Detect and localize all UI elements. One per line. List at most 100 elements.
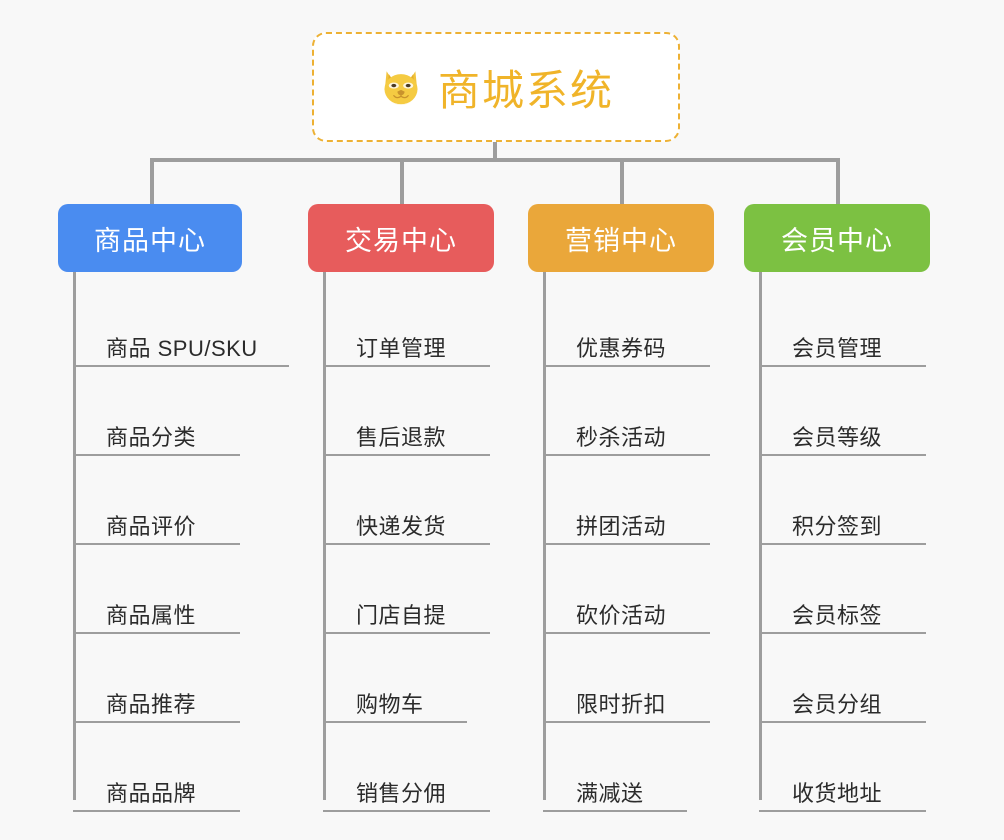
- leaf-label: 满减送: [576, 780, 644, 806]
- leaf-label: 门店自提: [356, 602, 447, 628]
- leaf-underline: [759, 543, 926, 545]
- leaf-label: 商品推荐: [106, 691, 197, 717]
- trunk-connector-4: [759, 272, 762, 800]
- leaf-underline: [759, 632, 926, 634]
- branch-header-label-4: 会员中心: [781, 225, 893, 256]
- leaf-label: 收货地址: [792, 780, 883, 806]
- leaf-label: 积分签到: [792, 513, 883, 539]
- branch-header-label-1: 商品中心: [94, 225, 206, 256]
- root-node[interactable]: 商城系统: [312, 32, 680, 142]
- leaf-item[interactable]: 商品属性: [73, 545, 248, 634]
- branch-drop-connector-2: [400, 158, 404, 206]
- leaf-item[interactable]: 门店自提: [323, 545, 498, 634]
- leaf-underline: [323, 721, 467, 723]
- leaf-label: 商品评价: [106, 513, 197, 539]
- leaf-item[interactable]: 订单管理: [323, 278, 498, 367]
- branch-column-商品中心: 商品中心 商品 SPU/SKU 商品分类 商品评价 商品属性 商品推荐: [58, 204, 289, 812]
- leaf-item[interactable]: 商品品牌: [73, 723, 248, 812]
- leaf-item[interactable]: 商品评价: [73, 456, 248, 545]
- branch-drop-connector-4: [836, 158, 840, 206]
- branch-header-label-3: 营销中心: [565, 225, 677, 256]
- branch-column-交易中心: 交易中心 订单管理 售后退款 快递发货 门店自提 购物车: [308, 204, 498, 812]
- leaf-underline: [759, 810, 926, 812]
- leaf-item[interactable]: 售后退款: [323, 367, 498, 456]
- dog-face-icon: [378, 64, 424, 110]
- branch-column-会员中心: 会员中心 会员管理 会员等级 积分签到 会员标签 会员分组: [744, 204, 934, 812]
- branch-bus-connector: [150, 158, 840, 162]
- leaf-underline: [323, 632, 490, 634]
- leaf-label: 售后退款: [356, 424, 447, 450]
- leaf-label: 订单管理: [356, 335, 447, 361]
- trunk-connector-3: [543, 272, 546, 800]
- leaf-label: 砍价活动: [576, 602, 667, 628]
- leaf-item[interactable]: 会员管理: [759, 278, 934, 367]
- leaf-underline: [759, 454, 926, 456]
- branch-drop-connector-3: [620, 158, 624, 206]
- leaf-list-2: 订单管理 售后退款 快递发货 门店自提 购物车 销售分佣: [323, 272, 498, 812]
- leaf-label: 会员分组: [792, 691, 883, 717]
- leaf-item[interactable]: 会员标签: [759, 545, 934, 634]
- leaf-underline: [73, 632, 240, 634]
- leaf-label: 拼团活动: [576, 513, 667, 539]
- root-stem-connector: [493, 142, 497, 160]
- leaf-label: 会员管理: [792, 335, 883, 361]
- leaf-underline: [543, 810, 687, 812]
- branch-header-1[interactable]: 商品中心: [58, 204, 242, 272]
- leaf-underline: [73, 543, 240, 545]
- leaf-underline: [543, 365, 710, 367]
- leaf-underline: [543, 454, 710, 456]
- leaf-label: 购物车: [356, 691, 424, 717]
- leaf-item[interactable]: 商品推荐: [73, 634, 248, 723]
- leaf-item[interactable]: 会员分组: [759, 634, 934, 723]
- leaf-underline: [73, 454, 240, 456]
- leaf-item[interactable]: 购物车: [323, 634, 498, 723]
- leaf-underline: [323, 810, 490, 812]
- leaf-item[interactable]: 优惠券码: [543, 278, 718, 367]
- leaf-list-4: 会员管理 会员等级 积分签到 会员标签 会员分组 收货地址: [759, 272, 934, 812]
- branch-drop-connector-1: [150, 158, 154, 206]
- branch-header-2[interactable]: 交易中心: [308, 204, 494, 272]
- leaf-label: 优惠券码: [576, 335, 667, 361]
- leaf-list-1: 商品 SPU/SKU 商品分类 商品评价 商品属性 商品推荐 商品品牌: [73, 272, 289, 812]
- leaf-item[interactable]: 会员等级: [759, 367, 934, 456]
- leaf-label: 销售分佣: [356, 780, 447, 806]
- leaf-underline: [73, 721, 240, 723]
- leaf-underline: [543, 632, 710, 634]
- leaf-underline: [543, 543, 710, 545]
- leaf-item[interactable]: 限时折扣: [543, 634, 718, 723]
- leaf-underline: [323, 365, 490, 367]
- branch-header-4[interactable]: 会员中心: [744, 204, 930, 272]
- branch-header-3[interactable]: 营销中心: [528, 204, 714, 272]
- leaf-label: 商品属性: [106, 602, 197, 628]
- root-title: 商城系统: [437, 66, 614, 114]
- leaf-label: 快递发货: [356, 513, 447, 539]
- leaf-label: 限时折扣: [576, 691, 667, 717]
- leaf-item[interactable]: 销售分佣: [323, 723, 498, 812]
- leaf-label: 会员标签: [792, 602, 883, 628]
- leaf-label: 秒杀活动: [576, 424, 667, 450]
- leaf-item[interactable]: 秒杀活动: [543, 367, 718, 456]
- leaf-underline: [323, 543, 490, 545]
- leaf-item[interactable]: 积分签到: [759, 456, 934, 545]
- leaf-underline: [323, 454, 490, 456]
- leaf-underline: [73, 365, 289, 367]
- leaf-underline: [543, 721, 710, 723]
- leaf-underline: [73, 810, 240, 812]
- leaf-label: 商品分类: [106, 424, 197, 450]
- leaf-item[interactable]: 快递发货: [323, 456, 498, 545]
- leaf-item[interactable]: 商品 SPU/SKU: [73, 278, 289, 367]
- leaf-underline: [759, 721, 926, 723]
- branch-header-label-2: 交易中心: [345, 225, 457, 256]
- trunk-connector-1: [73, 272, 76, 800]
- leaf-item[interactable]: 收货地址: [759, 723, 934, 812]
- leaf-item[interactable]: 商品分类: [73, 367, 248, 456]
- leaf-item[interactable]: 拼团活动: [543, 456, 718, 545]
- trunk-connector-2: [323, 272, 326, 800]
- leaf-item[interactable]: 满减送: [543, 723, 718, 812]
- leaf-underline: [759, 365, 926, 367]
- leaf-label: 商品品牌: [106, 780, 197, 806]
- leaf-item[interactable]: 砍价活动: [543, 545, 718, 634]
- branch-column-营销中心: 营销中心 优惠券码 秒杀活动 拼团活动 砍价活动 限时折扣: [528, 204, 718, 812]
- leaf-list-3: 优惠券码 秒杀活动 拼团活动 砍价活动 限时折扣 满减送: [543, 272, 718, 812]
